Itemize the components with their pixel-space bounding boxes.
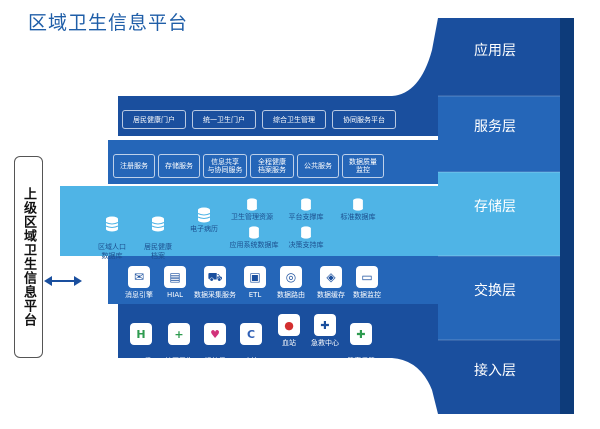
service-tag-health-record[interactable]: 全程健康 档案服务: [250, 154, 294, 178]
database-icon: [249, 226, 259, 239]
exchange-message-engine: ✉ 消息引擎: [110, 266, 168, 300]
app-tag-resident-portal[interactable]: 居民健康门户: [122, 110, 186, 129]
app-tag-integrated-management[interactable]: 综合卫生管理: [262, 110, 326, 129]
layer-label-access: 接入层: [474, 363, 516, 379]
database-icon: [151, 216, 165, 232]
upper-regional-platform-box: 上级区域卫生信息平台: [14, 156, 43, 358]
blood-station-icon: ●: [278, 314, 300, 336]
layer-label-exchange: 交换层: [474, 283, 516, 299]
upper-regional-platform-label: 上级区域卫生信息平台: [21, 187, 36, 327]
emergency-center-icon: ✚: [314, 314, 336, 336]
storage-health-management-resources: 卫生管理资源: [222, 198, 282, 222]
layer-label-storage: 存储层: [474, 199, 516, 215]
access-cdc: C 疾控 中心: [222, 314, 280, 375]
layer-label-service: 服务层: [474, 119, 516, 135]
document-icon: ▤: [164, 266, 186, 288]
maternal-child-icon: ♥: [204, 323, 226, 345]
app-tag-collaboration-platform[interactable]: 协同服务平台: [332, 110, 396, 129]
database-icon: [105, 216, 119, 232]
arrow-right-icon: [74, 276, 82, 286]
service-tag-data-quality[interactable]: 数据质量 监控: [342, 154, 384, 178]
cdc-icon: C: [240, 323, 262, 345]
application-layer-band: [438, 18, 560, 96]
community-health-icon: +: [168, 323, 190, 345]
database-icon: [197, 207, 211, 223]
message-icon: ✉: [128, 266, 150, 288]
side-strip: [560, 18, 574, 414]
service-tag-info-sharing[interactable]: 信息共享 与协同服务: [203, 154, 247, 178]
access-layer-band: [438, 340, 560, 414]
access-community-health-center: + 社区卫生 服务中心: [150, 314, 208, 375]
service-tag-storage[interactable]: 存储服务: [158, 154, 200, 178]
exchange-data-routing: ◎ 数据路由: [262, 266, 320, 300]
router-icon: ◎: [280, 266, 302, 288]
app-tag-unified-portal[interactable]: 统一卫生门户: [192, 110, 256, 129]
page-title: 区域卫生信息平台: [28, 12, 189, 34]
storage-platform-support: 平台支撑库: [276, 198, 336, 222]
exchange-etl: ▣ ETL: [226, 266, 284, 300]
exchange-data-collection: ⛟ 数据采集服务: [186, 266, 244, 300]
service-layer-band: [438, 96, 560, 172]
access-maternal-child-hospital: ♥ 妇幼保 健院: [186, 314, 244, 375]
hospital-icon: H: [130, 323, 152, 345]
storage-emr: 电子病历: [174, 207, 234, 234]
access-blood-station: ● 血站: [260, 314, 318, 348]
storage-population-db: 区域人口 数据库: [82, 207, 142, 261]
truck-icon: ⛟: [204, 266, 226, 288]
service-tag-public[interactable]: 公共服务: [297, 154, 339, 178]
access-tertiary-hospital: H 二三级 医院: [112, 314, 170, 375]
exchange-layer-band: [438, 256, 560, 340]
access-health-care-institution: ✚ 健康保健 机构: [332, 314, 390, 375]
exchange-hial: ▤ HIAL: [146, 266, 204, 300]
exchange-data-monitoring: ▭ 数据监控: [338, 266, 396, 300]
database-icon: [301, 226, 311, 239]
layer-label-application: 应用层: [474, 43, 516, 59]
storage-decision-support: 决策支持库: [276, 226, 336, 250]
service-tag-registration[interactable]: 注册服务: [113, 154, 155, 178]
database-icon: [247, 198, 257, 211]
health-care-institution-icon: ✚: [350, 323, 372, 345]
arrow-left-icon: [44, 276, 52, 286]
storage-layer-band: [438, 172, 560, 256]
save-icon: ▣: [244, 266, 266, 288]
storage-health-record: 居民健康 档案: [128, 207, 188, 261]
database-icon: [301, 198, 311, 211]
cube-icon: ◈: [320, 266, 342, 288]
storage-standard-db: 标准数据库: [328, 198, 388, 222]
exchange-data-cache: ◈ 数据缓存: [302, 266, 360, 300]
monitor-icon: ▭: [356, 266, 378, 288]
storage-application-db: 应用系统数据库: [224, 226, 284, 250]
database-icon: [353, 198, 363, 211]
access-emergency-center: ✚ 急救中心: [296, 314, 354, 348]
